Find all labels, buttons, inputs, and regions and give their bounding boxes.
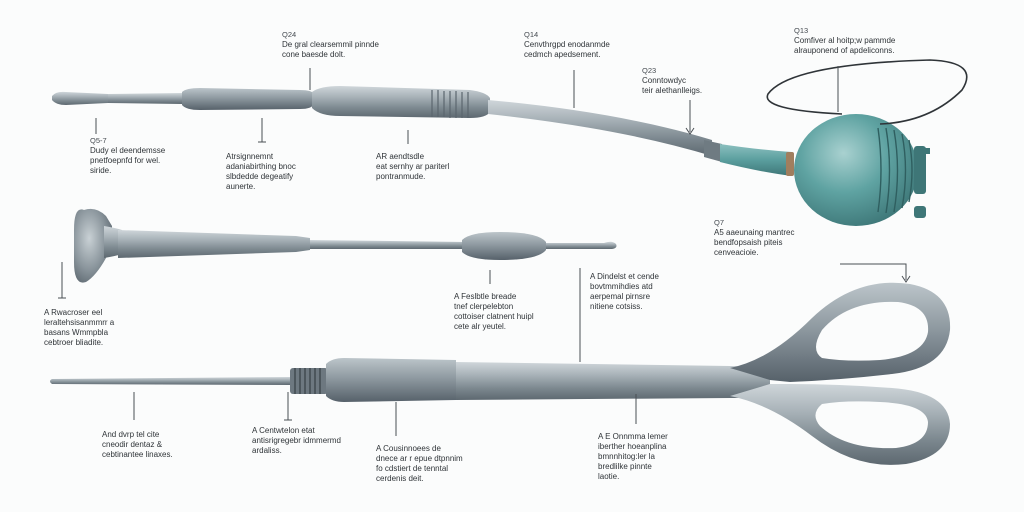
instrument-probe-bulb: [52, 59, 968, 226]
label-line: tnef clerpelebton: [454, 302, 514, 311]
scissors-thread: [290, 368, 328, 394]
mushroom-grip: [462, 232, 546, 260]
label-line: cenveacioie.: [714, 248, 759, 257]
label-line: cedmch apedsement.: [524, 50, 601, 59]
label-q24: Q24 De gral clearsemmil pinnde cone baes…: [282, 30, 379, 60]
label-feslbtle: A Feslbtle breade tnef clerpelebton cott…: [454, 292, 534, 332]
label-line: laotie.: [598, 472, 620, 481]
label-line: A5 aaeunaing mantrec: [714, 228, 795, 237]
label-line: Dudy el deendemsse: [90, 146, 166, 155]
label-code: Q23: [642, 66, 657, 75]
label-line: adaniabirthing bnoc: [226, 162, 296, 171]
label-line: slbdedde degeatify: [226, 172, 294, 181]
label-line: teir alethanlleigs.: [642, 86, 703, 95]
label-code: Q14: [524, 30, 539, 39]
bulb-cord: [766, 59, 968, 125]
scissors-upper-ring: [730, 282, 951, 382]
label-line: cerdenis deit.: [376, 474, 424, 483]
label-line: aunerte.: [226, 182, 256, 191]
probe-tip: [52, 91, 108, 105]
label-q14: Q14 Cenvthrgpd enodanmde cedmch apedseme…: [524, 30, 610, 60]
scissors-barrel: [326, 358, 456, 402]
label-line: cneodir dentaz &: [102, 440, 163, 449]
scissors-needle: [50, 377, 290, 385]
label-line: pnetfoepnfd for wel.: [90, 156, 161, 165]
label-cousinnoees: A Cousinnoees de dnece ar r epue dtpnnim…: [376, 444, 463, 484]
label-onnmma: A E Onnmma lemer iberther hoeanplina bmn…: [598, 432, 668, 482]
label-line: siride.: [90, 166, 112, 175]
label-line: AR aendtsdle: [376, 152, 425, 161]
label-line: A E Onnmma lemer: [598, 432, 668, 441]
label-line: bendfopsaish piteis: [714, 238, 783, 247]
label-line: bovtmmihdies atd: [590, 282, 653, 291]
label-line: A Feslbtle breade: [454, 292, 517, 301]
mushroom-neck: [104, 226, 122, 258]
probe-collar: [182, 88, 314, 110]
scissors-lower-ring: [730, 384, 950, 465]
label-line: iberther hoeanplina: [598, 442, 667, 451]
bulb-cap: [914, 146, 926, 194]
mushroom-handle: [118, 230, 310, 258]
label-line: pontranmude.: [376, 172, 426, 181]
label-line: fo cdstiert de tenntal: [376, 464, 449, 473]
probe-curved-shaft: [488, 100, 712, 156]
label-line: cete alr yeutel.: [454, 322, 507, 331]
label-ar: AR aendtsdle eat sernhy ar pariterl pont…: [376, 152, 449, 182]
mushroom-tip: [546, 241, 617, 249]
label-line: leraltehsisanmmrr a: [44, 318, 115, 327]
label-code: Q5-7: [90, 136, 107, 145]
label-dindelst: A Dindelst et cende bovtmmihdies atd aer…: [590, 272, 659, 312]
label-code: Q13: [794, 26, 809, 35]
label-line: Cenvthrgpd enodanmde: [524, 40, 610, 49]
probe-handle: [312, 86, 490, 118]
leader-lines: [58, 66, 911, 436]
label-line: antisrigregebr idmmermd: [252, 436, 341, 445]
probe-teal-neck: [720, 144, 792, 176]
label-line: ardaliss.: [252, 446, 282, 455]
label-line: bredlilke pinnte: [598, 462, 652, 471]
label-centwtelon: A Centwtelon etat antisrigregebr idmmerm…: [252, 426, 341, 456]
mushroom-head: [74, 208, 112, 283]
label-line: cone baesde dolt.: [282, 50, 346, 59]
label-code: Q7: [714, 218, 725, 227]
label-line: A Dindelst et cende: [590, 272, 659, 281]
instrument-scissors: [50, 282, 951, 465]
label-q7: Q7 A5 aaeunaing mantrec bendfopsaish pit…: [714, 218, 795, 258]
bulb-ribs: [877, 127, 913, 214]
probe-ferrule: [704, 140, 722, 162]
label-line: basans Wmmpbla: [44, 328, 109, 337]
label-line: nitiene cotsiss.: [590, 302, 643, 311]
label-code: Q24: [282, 30, 297, 39]
label-line: bmnnhitog:ler la: [598, 452, 655, 461]
label-line: A Cousinnoees de: [376, 444, 441, 453]
label-line: A Centwtelon etat: [252, 426, 315, 435]
label-line: Atrsignnemnt: [226, 152, 274, 161]
label-line: eat sernhy ar pariterl: [376, 162, 450, 171]
label-line: cebtinantee linaxes.: [102, 450, 173, 459]
label-alignment: Atrsignnemnt adaniabirthing bnoc slbdedd…: [226, 152, 296, 192]
label-q5-7: Q5-7 Dudy el deendemsse pnetfoepnfd for …: [90, 136, 165, 176]
probe-bronze-ring: [786, 152, 794, 176]
label-and-dvrp: And dvrp tel cite cneodir dentaz & cebti…: [102, 430, 173, 460]
label-line: alrauponend of apdeliconns.: [794, 46, 895, 55]
instrument-mushroom-probe: [74, 208, 617, 283]
label-line: dnece ar r epue dtpnnim: [376, 454, 463, 463]
handle-knurl: [431, 90, 469, 118]
label-line: A Rwacroser eel: [44, 308, 103, 317]
label-line: cebtroer bliadite.: [44, 338, 104, 347]
label-line: aerpemal pirnsre: [590, 292, 651, 301]
label-line: cottoiser clatnent huipl: [454, 312, 534, 321]
label-line: Conntowdyc: [642, 76, 687, 85]
probe-shaft: [108, 93, 182, 104]
teal-bulb: [794, 114, 918, 226]
label-q13: Q13 Comfiver al hoitp;w pammde alraupone…: [794, 26, 895, 56]
label-line: Comfiver al hoitp;w pammde: [794, 36, 896, 45]
label-line: De gral clearsemmil pinnde: [282, 40, 379, 49]
label-rwacroser: A Rwacroser eel leraltehsisanmmrr a basa…: [44, 308, 114, 348]
label-line: And dvrp tel cite: [102, 430, 160, 439]
scissors-body: [456, 362, 770, 400]
mushroom-shaft: [310, 240, 466, 249]
label-q23: Q23 Conntowdyc teir alethanlleigs.: [642, 66, 702, 96]
